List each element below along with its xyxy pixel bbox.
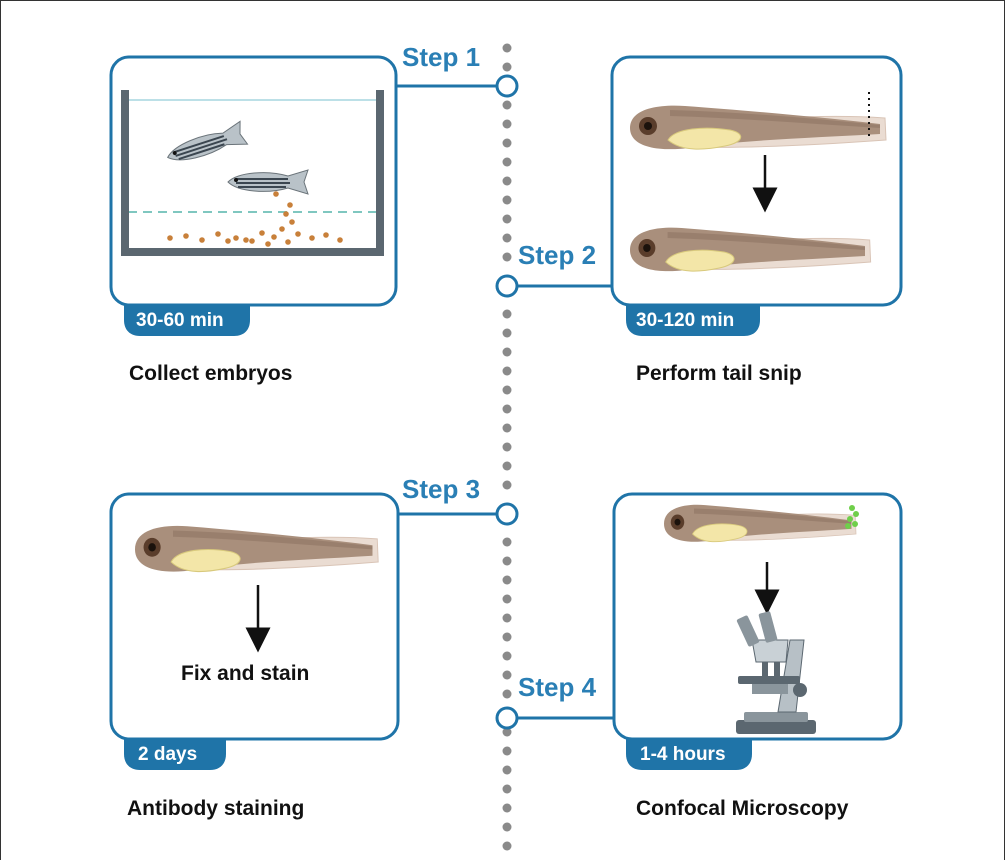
timeline-dot [503, 158, 512, 167]
egg [271, 234, 277, 240]
egg [289, 219, 295, 225]
step-1-duration-badge: 30-60 min [136, 310, 224, 332]
timeline-dot [503, 310, 512, 319]
step-1-node [497, 76, 517, 96]
timeline-dot [503, 766, 512, 775]
egg [283, 211, 289, 217]
timeline-dot [503, 633, 512, 642]
timeline-dot [503, 234, 512, 243]
egg [233, 235, 239, 241]
timeline-dot [503, 785, 512, 794]
egg [183, 233, 189, 239]
timeline-dot [503, 348, 512, 357]
timeline-dot [503, 139, 512, 148]
step-3-panel [111, 494, 517, 770]
step-2-label: Step 2 [518, 240, 596, 271]
egg [265, 241, 271, 247]
egg [337, 237, 343, 243]
timeline-dot [503, 804, 512, 813]
timeline-dot [503, 557, 512, 566]
timeline-dot [503, 481, 512, 490]
step-3-inner-text: Fix and stain [181, 662, 309, 686]
egg [225, 238, 231, 244]
timeline-dot [503, 443, 512, 452]
step-4-panel [497, 494, 901, 770]
step-4-node [497, 708, 517, 728]
step-4-caption: Confocal Microscopy [636, 797, 848, 821]
timeline-dot [503, 690, 512, 699]
timeline-dot [503, 538, 512, 547]
timeline-dot [503, 177, 512, 186]
egg [273, 191, 279, 197]
timeline-dot [503, 462, 512, 471]
step-2-panel [497, 57, 901, 336]
timeline-dot [503, 253, 512, 262]
timeline-dot [503, 196, 512, 205]
fish-tank-illustration [121, 90, 384, 256]
timeline-dot [503, 120, 512, 129]
step-1-caption: Collect embryos [129, 362, 292, 386]
timeline-dot [503, 63, 512, 72]
timeline-dot [503, 367, 512, 376]
step-3-duration-badge: 2 days [138, 744, 197, 766]
timeline-dot [503, 101, 512, 110]
egg [285, 239, 291, 245]
egg [215, 231, 221, 237]
timeline-dot [503, 652, 512, 661]
egg [259, 230, 265, 236]
step-3-caption: Antibody staining [127, 797, 304, 821]
step-3-node [497, 504, 517, 524]
step-4-duration-badge: 1-4 hours [640, 744, 726, 766]
timeline-dot [503, 424, 512, 433]
step-2-caption: Perform tail snip [636, 362, 802, 386]
egg [167, 235, 173, 241]
timeline-dot [503, 405, 512, 414]
egg [309, 235, 315, 241]
timeline-dot [503, 215, 512, 224]
step-3-label: Step 3 [402, 474, 480, 505]
timeline-dot [503, 614, 512, 623]
egg [295, 231, 301, 237]
timeline-dot [503, 747, 512, 756]
egg [287, 202, 293, 208]
timeline-dot [503, 842, 512, 851]
egg [279, 226, 285, 232]
step-2-duration-badge: 30-120 min [636, 310, 734, 332]
timeline-dot [503, 595, 512, 604]
step-1-panel [111, 57, 517, 336]
timeline-dot [503, 386, 512, 395]
timeline-dot [503, 44, 512, 53]
timeline-dot [503, 823, 512, 832]
step-4-label: Step 4 [518, 672, 596, 703]
egg [199, 237, 205, 243]
egg [243, 237, 249, 243]
timeline-dot [503, 576, 512, 585]
step-1-label: Step 1 [402, 42, 480, 73]
egg [249, 238, 255, 244]
timeline-dot [503, 671, 512, 680]
timeline-dot [503, 329, 512, 338]
egg [323, 232, 329, 238]
step-2-node [497, 276, 517, 296]
